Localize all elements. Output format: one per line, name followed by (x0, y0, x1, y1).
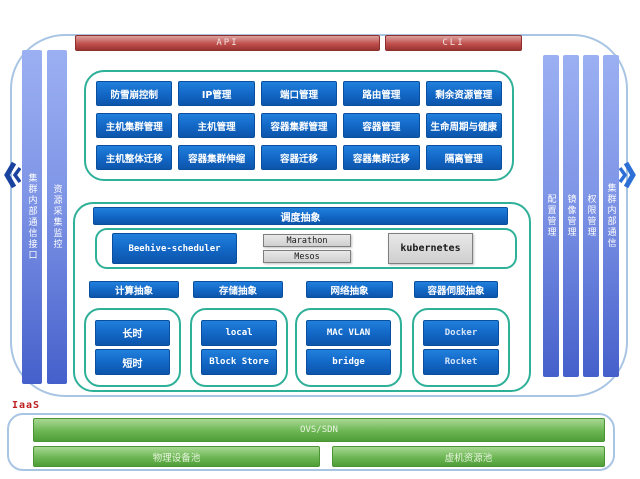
block-container-management: 容器管理 (343, 113, 420, 138)
function-grid: 防雪崩控制 IP管理 端口管理 路由管理 剩余资源管理 主机集群管理 主机管理 … (84, 70, 514, 181)
physical-device-pool-bar: 物理设备池 (33, 446, 320, 467)
container-runtime-abstraction-header: 容器伺服抽象 (414, 281, 498, 298)
rail-cluster-internal-comm-interface: 集群内部通信接口 (22, 50, 42, 384)
network-abstraction-group: MAC VLAN bridge (295, 308, 402, 387)
block-ip-management: IP管理 (178, 81, 255, 106)
local-block: local (201, 319, 277, 346)
container-runtime-abstraction-group: Docker Rocket (412, 308, 510, 387)
ovs-sdn-bar: OVS/SDN (33, 418, 605, 442)
block-anti-avalanche-control: 防雪崩控制 (96, 81, 173, 106)
block-store-block: Block Store (201, 349, 277, 376)
marathon-block: Marathon (263, 234, 351, 247)
block-isolation-management: 隔离管理 (425, 145, 502, 170)
cli-bar: CLI (385, 35, 522, 51)
api-bar: API (75, 35, 380, 51)
block-host-cluster-management: 主机集群管理 (96, 113, 173, 138)
mesos-block: Mesos (263, 250, 351, 263)
block-container-migration: 容器迁移 (260, 145, 338, 170)
block-container-cluster-scaling: 容器集群伸缩 (178, 145, 255, 170)
docker-block: Docker (423, 319, 499, 346)
bridge-block: bridge (306, 349, 391, 376)
rail-config-management: 配置管理 (543, 55, 559, 377)
block-port-management: 端口管理 (260, 81, 338, 106)
rocket-block: Rocket (423, 349, 499, 376)
scheduling-abstraction-header: 调度抽象 (93, 207, 508, 225)
compute-abstraction-group: 长时 短时 (84, 308, 181, 387)
compute-abstraction-header: 计算抽象 (89, 281, 179, 298)
kubernetes-block: kubernetes (388, 233, 473, 264)
storage-abstraction-header: 存储抽象 (193, 281, 283, 298)
rail-image-management: 镜像管理 (563, 55, 579, 377)
beehive-scheduler-block: Beehive-scheduler (112, 233, 237, 264)
mac-vlan-block: MAC VLAN (306, 319, 391, 346)
block-route-management: 路由管理 (343, 81, 420, 106)
rail-permission-management: 权限管理 (583, 55, 599, 377)
double-chevron-left-icon (4, 161, 21, 189)
block-host-whole-migration: 主机整体迁移 (96, 145, 173, 170)
iaas-label: IaaS (12, 400, 41, 411)
block-container-cluster-migration: 容器集群迁移 (343, 145, 420, 170)
long-term-block: 长时 (95, 319, 170, 346)
storage-abstraction-group: local Block Store (190, 308, 288, 387)
double-chevron-right-icon (619, 161, 636, 189)
short-term-block: 短时 (95, 349, 170, 376)
vm-resource-pool-bar: 虚机资源池 (332, 446, 605, 467)
block-host-management: 主机管理 (178, 113, 255, 138)
network-abstraction-header: 网络抽象 (306, 281, 393, 298)
block-lifecycle-and-health: 生命周期与健康 (425, 113, 502, 138)
block-remaining-resource-management: 剩余资源管理 (425, 81, 502, 106)
rail-cluster-internal-comm: 集群内部通信 (603, 55, 619, 377)
block-container-cluster-management: 容器集群管理 (260, 113, 338, 138)
rail-resource-collection-monitoring: 资源采集监控 (47, 50, 67, 384)
